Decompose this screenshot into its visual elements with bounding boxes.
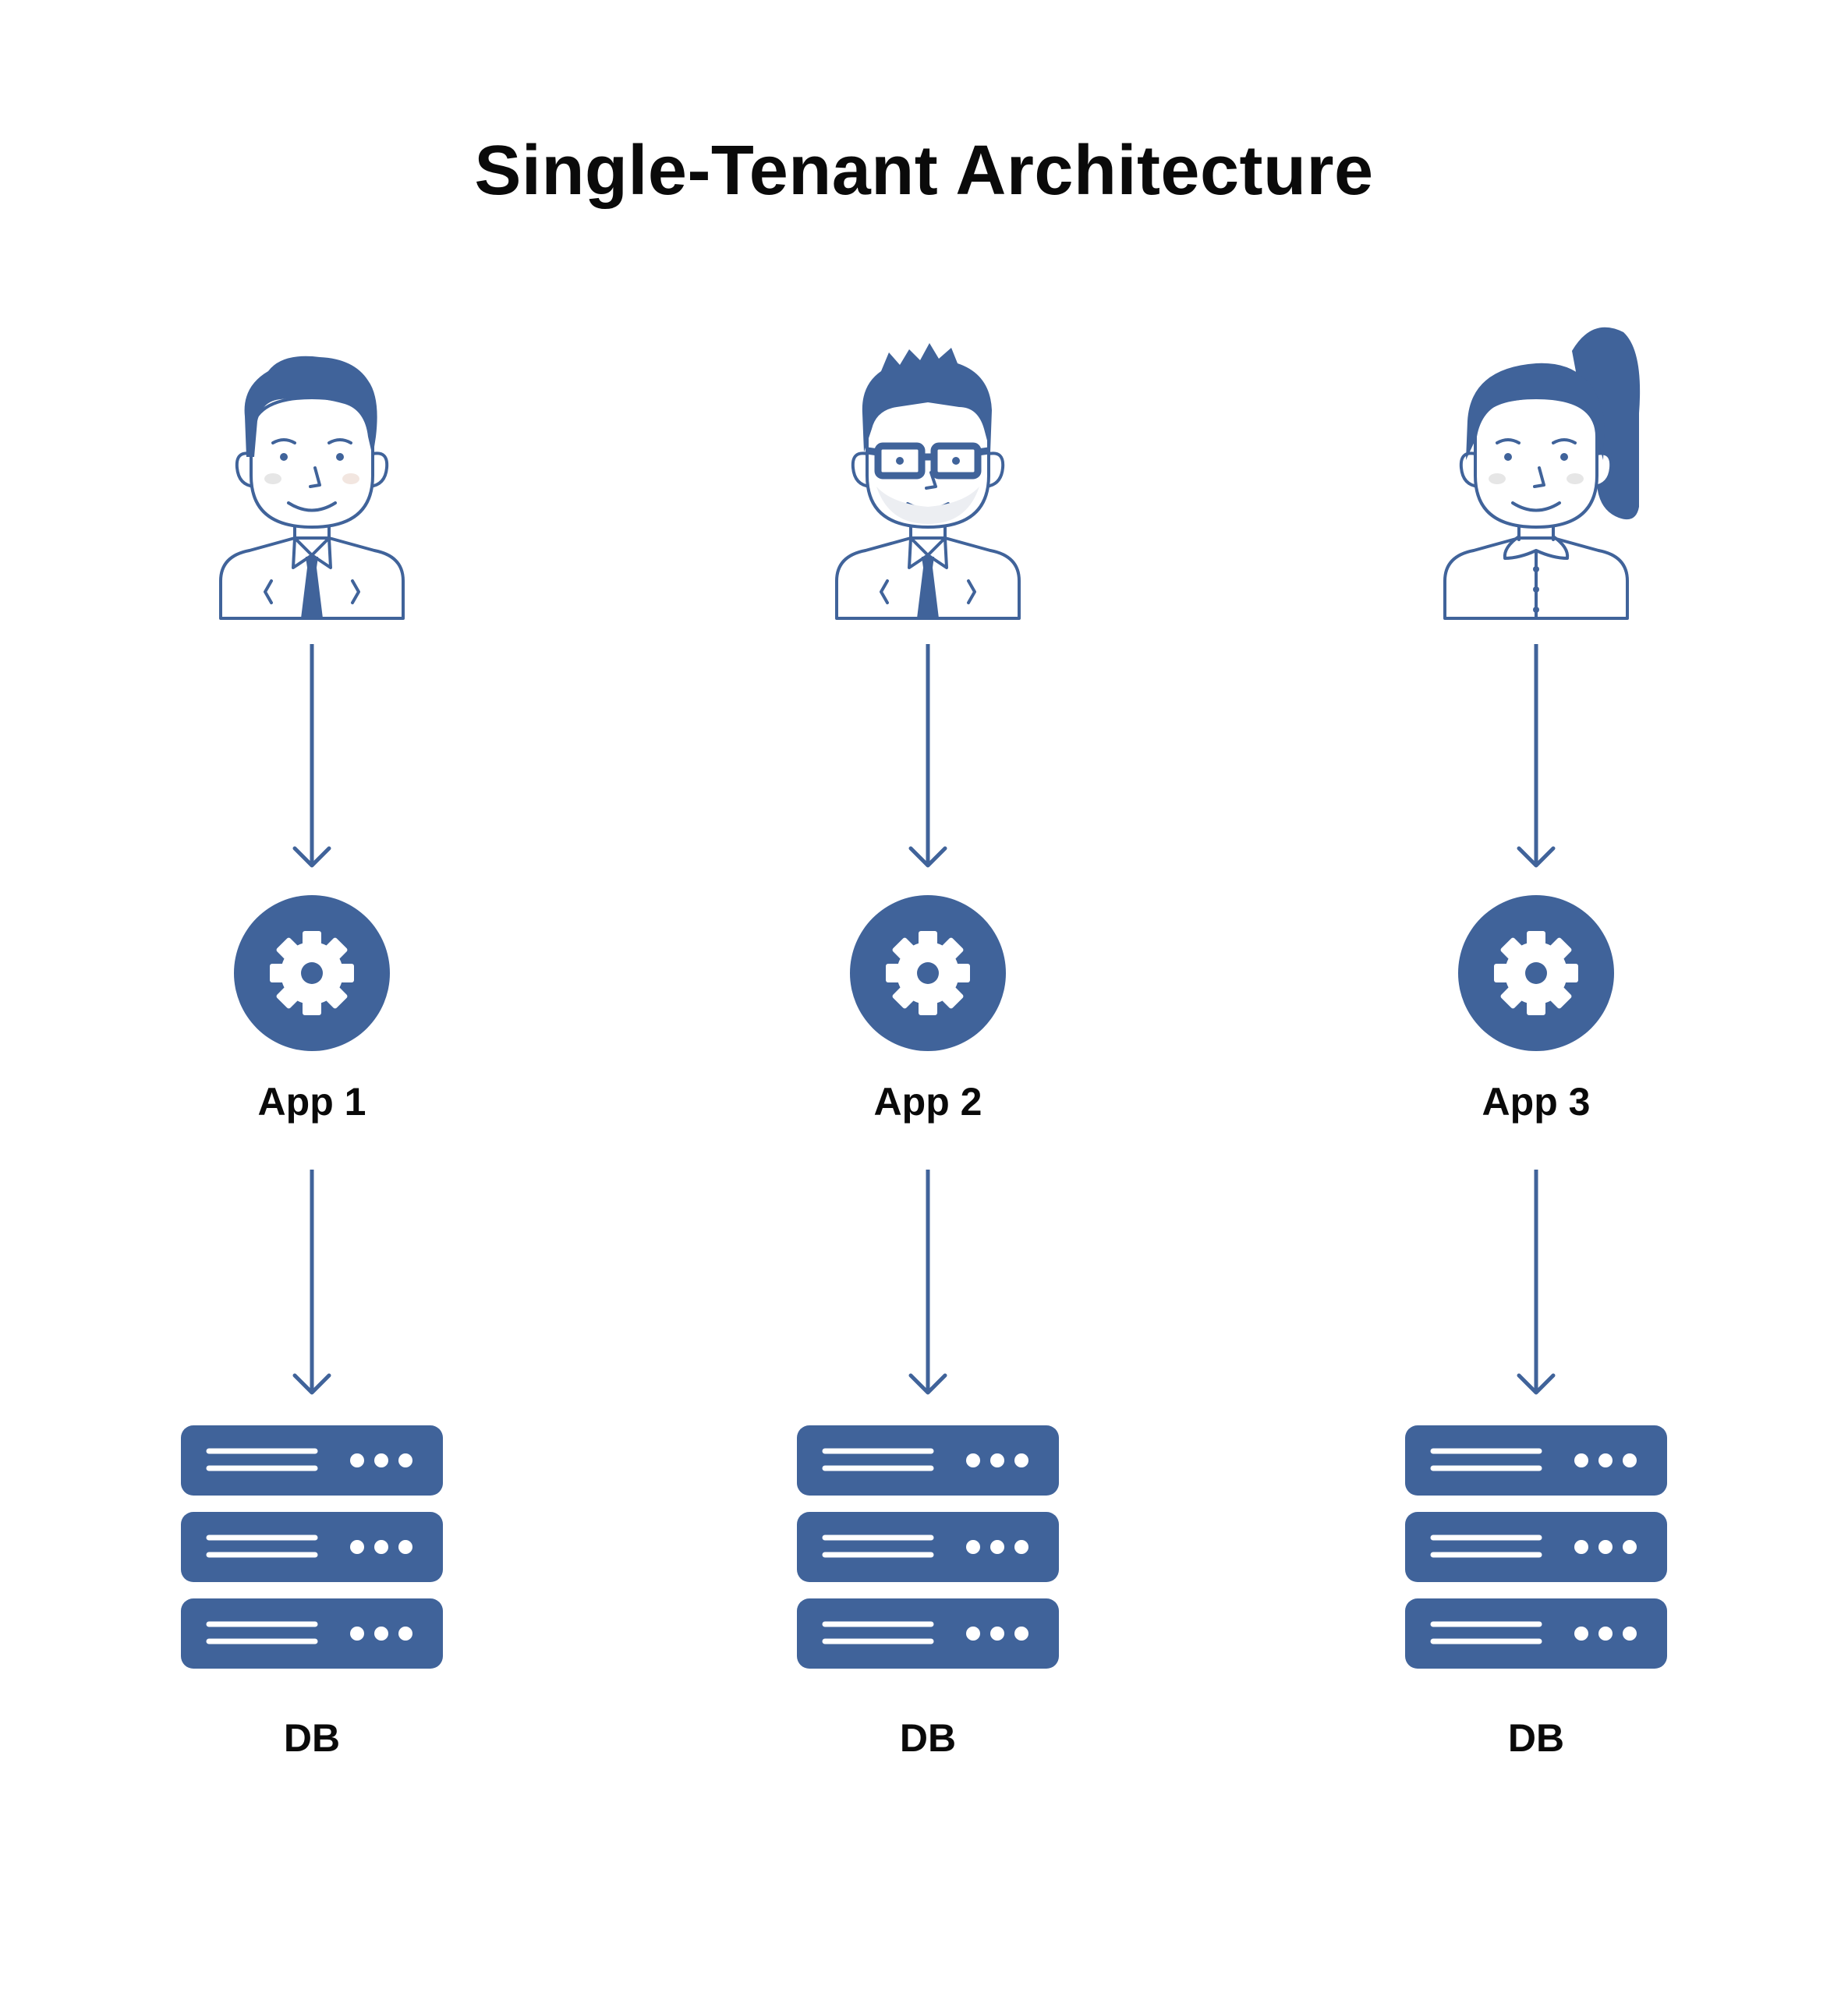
app-gear-icon [1458,895,1614,1051]
diagram-title: Single-Tenant Architecture [474,132,1374,210]
app-gear-icon [850,895,1006,1051]
app-label: App 2 [873,1080,982,1124]
arrow-down-icon [292,1170,331,1395]
database-server-icon [797,1425,1059,1669]
tenant-column-2: App 2 DB [694,0,1162,1993]
arrow-down-icon [908,644,947,868]
arrow-down-icon [292,644,331,868]
man-avatar-icon [219,356,405,620]
app-label: App 1 [257,1080,366,1124]
tenant-column-1: App 1 DB [78,0,546,1993]
db-label: DB [899,1716,957,1760]
man-with-glasses-avatar-icon [835,343,1021,620]
database-server-icon [181,1425,443,1669]
arrow-down-icon [908,1170,947,1395]
app-gear-icon [234,895,390,1051]
tenant-column-3: App 3 DB [1302,0,1770,1993]
db-label: DB [283,1716,341,1760]
db-label: DB [1507,1716,1565,1760]
app-label: App 3 [1482,1080,1591,1124]
arrow-down-icon [1517,1170,1556,1395]
woman-avatar-icon [1443,327,1641,620]
arrow-down-icon [1517,644,1556,868]
database-server-icon [1405,1425,1667,1669]
